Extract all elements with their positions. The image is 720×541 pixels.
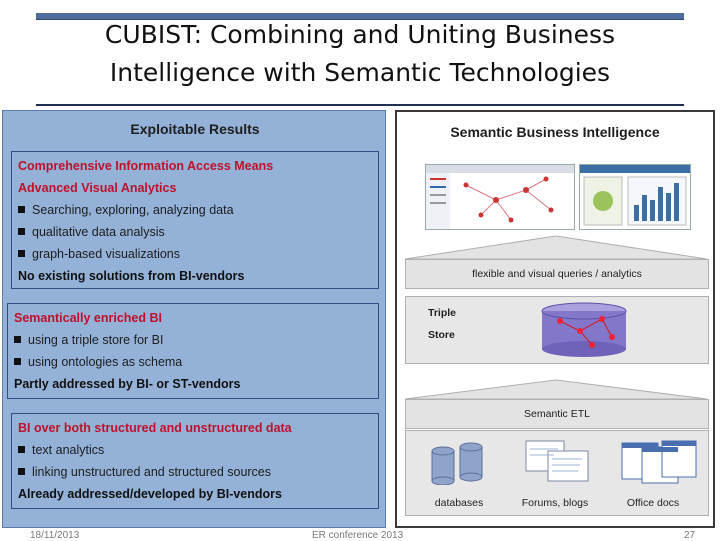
box-information-access: Comprehensive Information Access Means A… [11, 151, 379, 289]
data-sources-row: databases Forums, blogs Office docs [405, 430, 709, 516]
box3-footer: Already addressed/developed by BI-vendor… [18, 483, 372, 505]
graph-visualization-icon [426, 165, 574, 229]
source-label-forums: Forums, blogs [510, 497, 600, 509]
title-underline [36, 104, 684, 106]
bullet-icon [18, 228, 25, 235]
box2-footer: Partly addressed by BI- or ST-vendors [14, 373, 372, 395]
footer-event: ER conference 2013 [312, 530, 403, 541]
box2-bullet-2: using ontologies as schema [14, 351, 372, 373]
box3-bullet-1: text analytics [18, 439, 372, 461]
bullet-icon [14, 358, 21, 365]
dashboard-chart-icon [580, 165, 690, 229]
databases-icon [428, 441, 488, 485]
box2-bullet-1: using a triple store for BI [14, 329, 372, 351]
box1-bullet-1-text: Searching, exploring, analyzing data [32, 203, 234, 217]
exploitable-results-panel: Exploitable Results Comprehensive Inform… [2, 110, 386, 528]
semantic-bi-heading: Semantic Business Intelligence [397, 124, 713, 140]
semantic-bi-panel: Semantic Business Intelligence [395, 110, 715, 528]
bullet-icon [14, 336, 21, 343]
box1-bullet-2: qualitative data analysis [18, 221, 372, 243]
roof-shape-upper [405, 232, 707, 260]
bullet-icon [18, 446, 25, 453]
box1-bullet-3-text: graph-based visualizations [32, 247, 180, 261]
slide-title: CUBIST: Combining and Uniting Business I… [0, 16, 720, 92]
roof-shape-lower [405, 378, 707, 400]
slide-title-line-1: CUBIST: Combining and Uniting Business [0, 16, 720, 54]
queries-band: flexible and visual queries / analytics [405, 259, 709, 289]
triple-label: Triple [428, 307, 456, 319]
box1-bullet-3: graph-based visualizations [18, 243, 372, 265]
bullet-icon [18, 206, 25, 213]
box2-bullet-2-text: using ontologies as schema [28, 355, 182, 369]
footer-date: 18/11/2013 [30, 530, 79, 541]
footer-page-number: 27 [684, 530, 695, 541]
box3-red-line-1: BI over both structured and unstructured… [18, 417, 372, 439]
box-semantic-bi: Semantically enriched BI using a triple … [7, 303, 379, 399]
forums-blogs-icon [524, 439, 594, 485]
box1-bullet-2-text: qualitative data analysis [32, 225, 165, 239]
bullet-icon [18, 468, 25, 475]
store-label: Store [428, 329, 455, 341]
box3-bullet-2: linking unstructured and structured sour… [18, 461, 372, 483]
box1-red-line-1: Comprehensive Information Access Means [18, 155, 372, 177]
source-label-office: Office docs [608, 497, 698, 509]
dashboard-screenshot-image [579, 164, 691, 230]
etl-band: Semantic ETL [405, 399, 709, 429]
triple-store-database-icon [536, 301, 632, 359]
box1-bullet-1: Searching, exploring, analyzing data [18, 199, 372, 221]
box3-bullet-1-text: text analytics [32, 443, 104, 457]
source-label-databases: databases [414, 497, 504, 509]
box1-footer: No existing solutions from BI-vendors [18, 265, 372, 287]
box2-red-line-1: Semantically enriched BI [14, 307, 372, 329]
slide-title-line-2: Intelligence with Semantic Technologies [0, 54, 720, 92]
box2-bullet-1-text: using a triple store for BI [28, 333, 163, 347]
office-docs-icon [620, 439, 700, 485]
exploitable-results-heading: Exploitable Results [3, 121, 387, 137]
bullet-icon [18, 250, 25, 257]
box-structured-unstructured: BI over both structured and unstructured… [11, 413, 379, 509]
box1-red-line-2: Advanced Visual Analytics [18, 177, 372, 199]
box3-bullet-2-text: linking unstructured and structured sour… [32, 465, 271, 479]
triple-store-layer: Triple Store [405, 296, 709, 364]
graph-screenshot-image [425, 164, 575, 230]
